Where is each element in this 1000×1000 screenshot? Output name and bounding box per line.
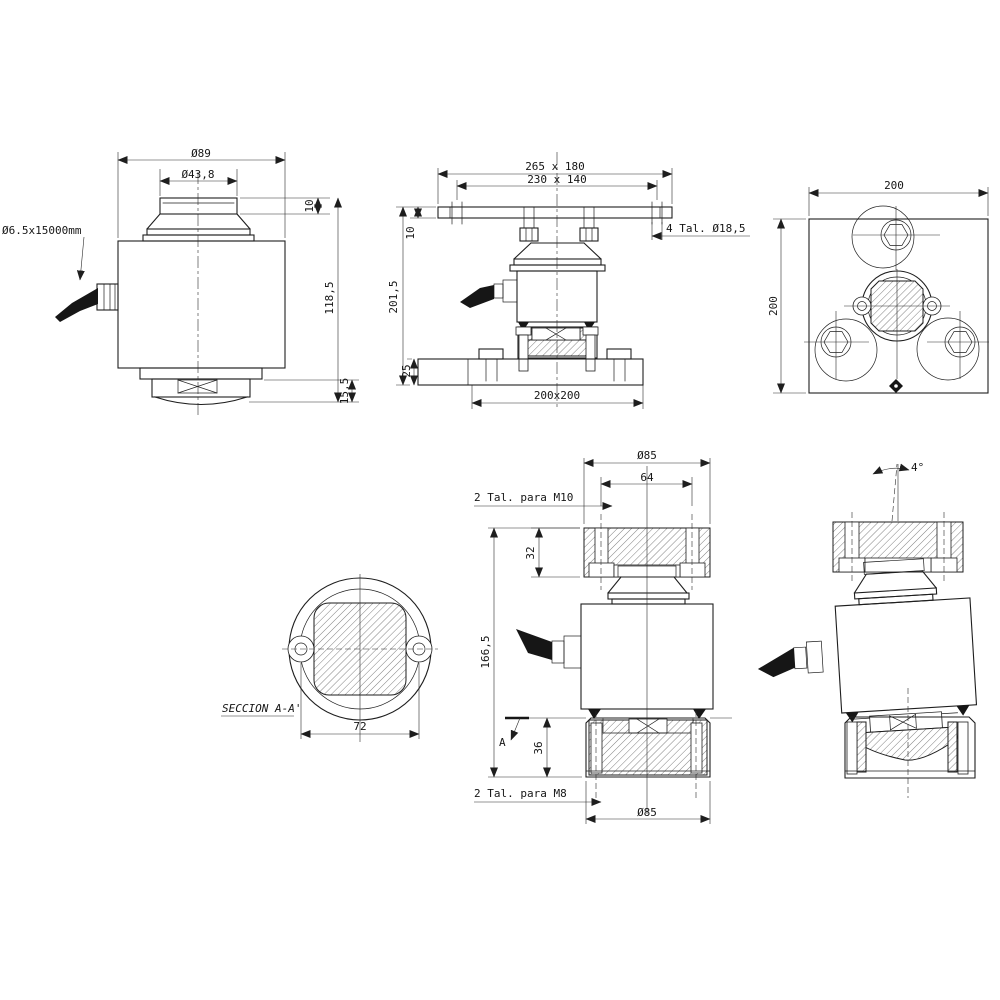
cable-gland: [502, 279, 518, 303]
bolt-circles: [804, 205, 989, 382]
dim-label-4deg: 4°: [911, 461, 924, 474]
dim-label-dia85-bottom: Ø85: [637, 806, 657, 819]
cable-leader-line: [76, 236, 85, 281]
dim-label-32: 32: [524, 546, 537, 559]
tilted-cell-body: [757, 558, 978, 723]
dim-label-64: 64: [640, 471, 654, 484]
cable: [55, 288, 98, 322]
cable-gland: [805, 640, 824, 674]
center-cell-section: [844, 269, 950, 347]
dim-label-25: 25: [400, 364, 413, 377]
load-button-cap: [159, 197, 238, 215]
rocker-cup: [517, 326, 598, 359]
dim-label-118-5: 118,5: [323, 281, 336, 314]
dim-label-plate-size: 265 x 180: [525, 160, 585, 173]
dim-label-15-5: 15,5: [338, 378, 351, 405]
base-plate-outline: [808, 218, 989, 394]
dim-label-cap-10: 10: [303, 199, 316, 212]
boot-seals: [588, 709, 706, 719]
section-marker-a: A: [499, 736, 506, 749]
front-view: Ø89 Ø43,8 Ø6.5x15000mm 10 118,5 15,5: [2, 147, 359, 418]
dim-label-dia85-top: Ø85: [637, 449, 657, 462]
cable-spec-label: Ø6.5x15000mm: [2, 224, 82, 237]
section-view: SECCION A-A' 72: [221, 574, 438, 742]
dim-label-plate-thickness: 10: [404, 226, 417, 239]
dim-label-width-200: 200: [884, 179, 904, 192]
cable-gland: [563, 635, 582, 669]
note-m10-holes: 2 Tal. para M10: [474, 491, 573, 504]
mount-view: Ø85 64 2 Tal. para M10 32 166,5 36 2 Tal…: [474, 449, 732, 824]
dim-label-base-size: 200x200: [534, 389, 580, 402]
dim-label-height-200: 200: [767, 296, 780, 316]
dim-label-166-5: 166,5: [479, 635, 492, 668]
dim-label-201-5: 201,5: [387, 280, 400, 313]
angle-arc: [872, 463, 910, 475]
boot-seals: [518, 322, 595, 331]
dim-label-dia43-8: Ø43,8: [181, 168, 214, 181]
dim-label-36: 36: [532, 741, 545, 754]
dim-label-72: 72: [353, 720, 366, 733]
rocker-bowtie-symbol: [177, 379, 218, 394]
cable: [460, 285, 494, 308]
base-plate: [417, 358, 644, 386]
cup-bolts: [515, 326, 599, 372]
plate-holes: [451, 201, 663, 225]
top-mounting-plate: [437, 206, 673, 219]
cell-body: [117, 240, 286, 369]
note-plate-holes: 4 Tal. Ø18,5: [666, 222, 745, 235]
rocker-cup: [844, 716, 976, 779]
cable: [516, 629, 552, 660]
dim-label-hole-spacing: 230 x 140: [527, 173, 587, 186]
tilt-view: 4°: [757, 461, 978, 798]
section-title: SECCION A-A': [222, 702, 301, 715]
top-view: 200 200: [767, 179, 989, 394]
note-m8-holes: 2 Tal. para M8: [474, 787, 567, 800]
stud-bolts: [519, 206, 599, 242]
base-ring: [139, 367, 263, 380]
base-bolts: [478, 348, 632, 382]
rocker-cup: [585, 717, 711, 778]
dim-label-dia89: Ø89: [191, 147, 211, 160]
assembly-view: 265 x 180 230 x 140 4 Tal. Ø18,5 10 201,…: [387, 152, 750, 409]
cable: [757, 647, 795, 678]
